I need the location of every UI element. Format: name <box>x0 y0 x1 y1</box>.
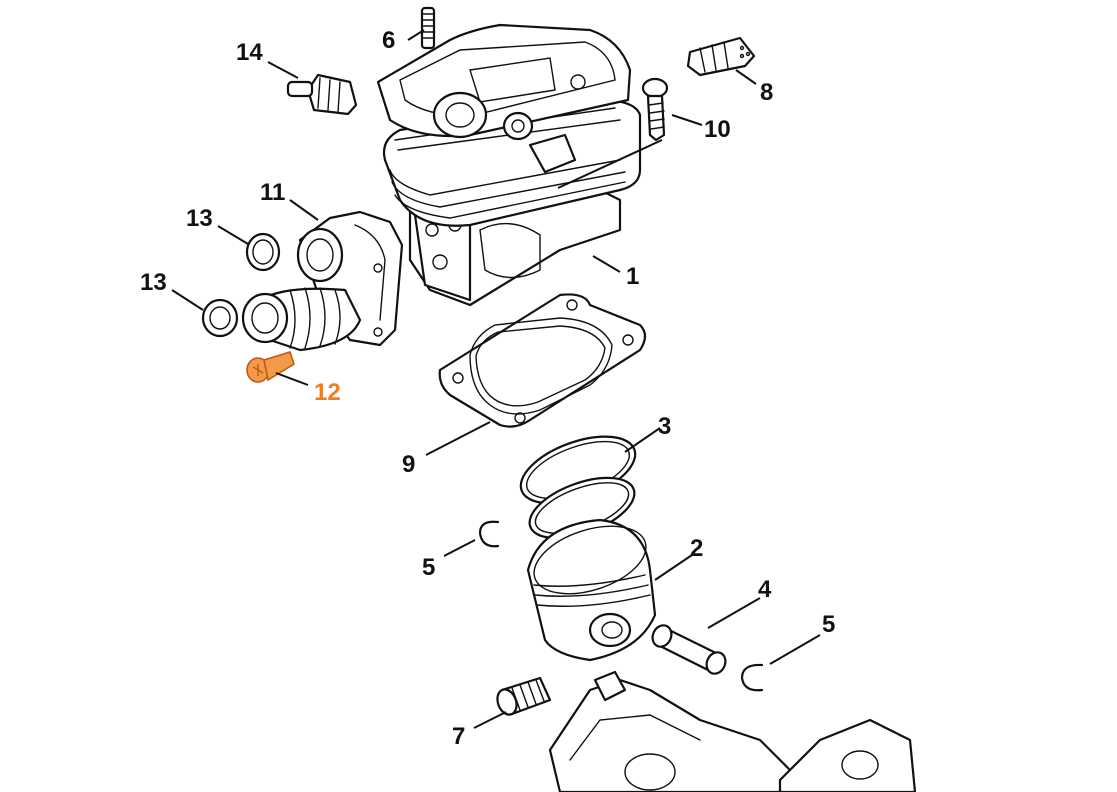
callout-9: 9 <box>402 451 415 478</box>
callout-5a: 5 <box>422 554 435 581</box>
callout-11: 11 <box>260 179 285 206</box>
screw-part-10[interactable] <box>641 77 669 142</box>
callout-7: 7 <box>452 723 465 750</box>
callout-13b: 13 <box>140 269 167 296</box>
gasket-part-9[interactable] <box>438 293 647 428</box>
piston-part-2[interactable] <box>526 514 657 662</box>
leader-lines <box>171 29 821 729</box>
circlip-part-5b[interactable] <box>740 663 764 692</box>
callout-5b: 5 <box>822 611 835 638</box>
decompression-valve-part-8[interactable] <box>686 36 756 77</box>
needle-cage-part-7[interactable] <box>494 676 552 717</box>
callout-labels: 1 2 3 4 5 5 6 7 8 9 10 11 12 13 13 14 <box>140 27 835 750</box>
crankcase-partial <box>548 670 917 792</box>
circlip-part-5a[interactable] <box>478 520 500 548</box>
cylinder-part-1[interactable] <box>376 23 642 307</box>
callout-6: 6 <box>382 27 395 54</box>
callout-13a: 13 <box>186 205 213 232</box>
callout-2: 2 <box>690 535 703 562</box>
ring-part-13b[interactable] <box>201 298 239 338</box>
callout-1: 1 <box>626 263 639 290</box>
ring-part-13a[interactable] <box>245 232 281 272</box>
spark-plug-part-14[interactable] <box>286 73 358 116</box>
callout-8: 8 <box>760 79 773 106</box>
callout-10: 10 <box>704 116 731 143</box>
callout-14: 14 <box>236 39 263 66</box>
callout-4: 4 <box>758 576 772 603</box>
piston-pin-part-4[interactable] <box>649 622 729 677</box>
callout-3: 3 <box>658 413 671 440</box>
stud-part-6[interactable] <box>420 6 436 50</box>
callout-12: 12 <box>314 379 341 406</box>
manifold-part-11[interactable] <box>241 210 404 352</box>
screw-part-12[interactable] <box>246 351 295 383</box>
